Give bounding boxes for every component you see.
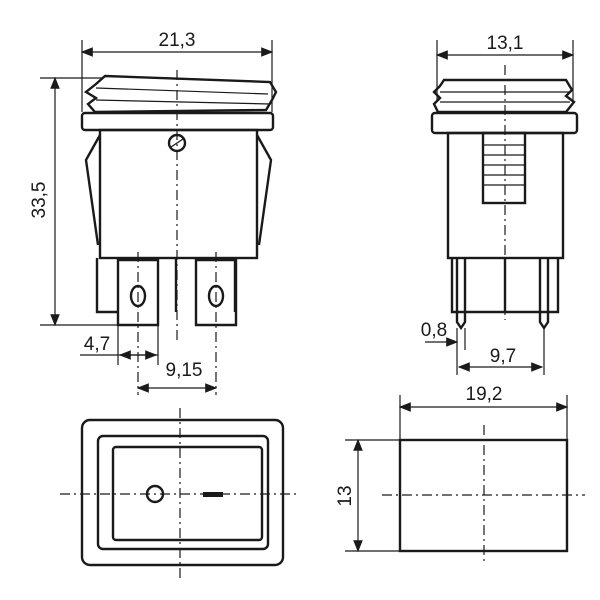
indicator-bar-icon [203,492,223,497]
panel-cutout: 19,2 13 [335,384,585,565]
side-dimensions: 13,1 0,8 9,7 [421,33,575,375]
dim-terminal-pitch: 9,15 [166,360,203,381]
top-view [60,408,300,580]
dim-cutout-width: 19,2 [466,384,503,405]
dim-front-width: 21,3 [159,30,196,51]
dim-terminal-thickness: 0,8 [421,320,447,341]
dim-terminal-offset: 4,7 [84,334,110,355]
front-view [80,70,278,395]
dim-front-height: 33,5 [29,182,50,219]
dim-terminal-spacing: 9,7 [490,346,516,367]
dim-side-width: 13,1 [487,33,524,54]
dim-cutout-height: 13 [335,485,356,506]
front-dimensions: 21,3 33,5 4,7 9,15 [29,30,274,393]
side-view [430,65,579,331]
